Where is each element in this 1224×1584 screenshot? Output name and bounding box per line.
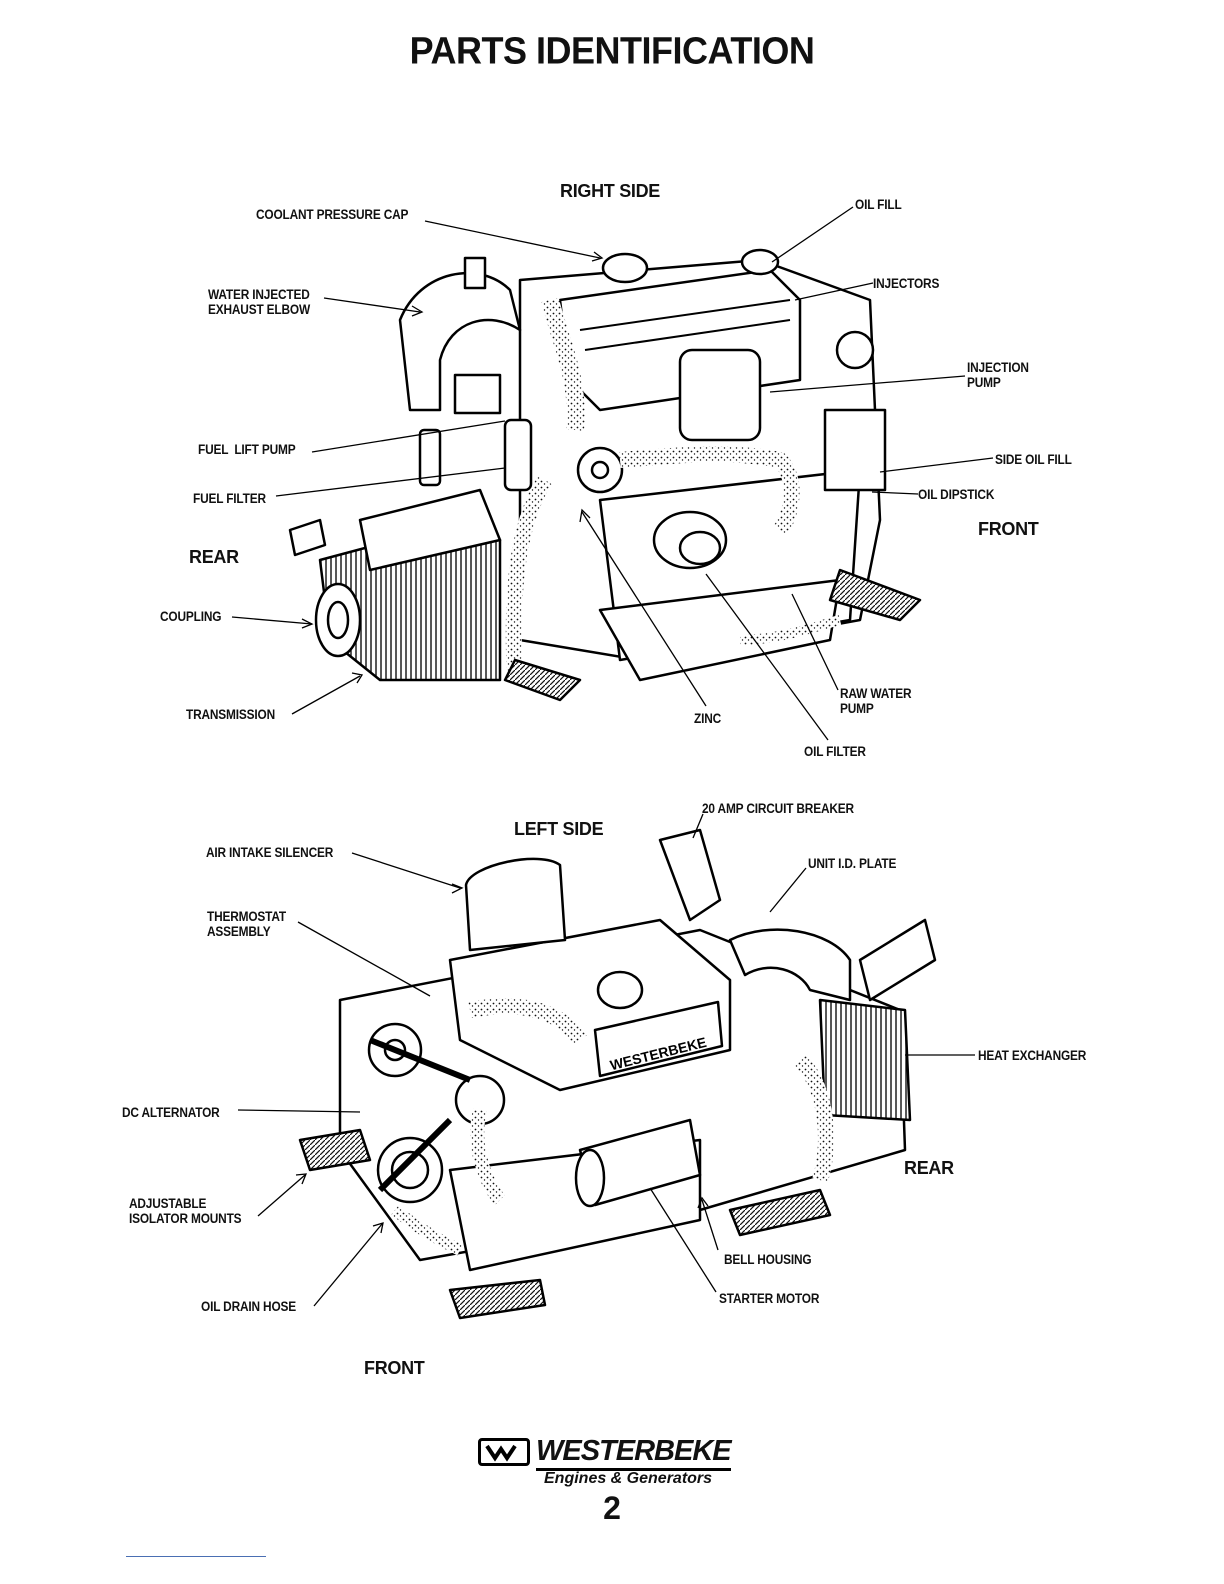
- right-side-engine-drawing: [288, 248, 922, 702]
- label-zinc: ZINC: [694, 711, 722, 726]
- left-side-engine-drawing: WESTERBEKE: [298, 828, 937, 1320]
- label-front-left-side: FRONT: [364, 1358, 425, 1378]
- label-injectors: INJECTORS: [873, 276, 940, 291]
- logo-tagline: Engines & Generators: [544, 1470, 713, 1487]
- label-coupling: COUPLING: [160, 609, 222, 624]
- label-rear-left-side: REAR: [904, 1158, 954, 1178]
- label-front-right-side: FRONT: [978, 519, 1039, 539]
- label-rear-right-side: REAR: [189, 547, 239, 567]
- page-number: 2: [603, 1490, 621, 1526]
- label-air-intake-silencer: AIR INTAKE SILENCER: [206, 845, 334, 860]
- label-coolant-pressure-cap: COOLANT PRESSURE CAP: [256, 207, 409, 222]
- label-side-oil-fill: SIDE OIL FILL: [995, 452, 1072, 467]
- label-transmission: TRANSMISSION: [186, 707, 275, 722]
- label-dc-alternator: DC ALTERNATOR: [122, 1105, 220, 1120]
- label-water-injected-exhaust-elbow: WATER INJECTED EXHAUST ELBOW: [208, 287, 310, 317]
- page-title: PARTS IDENTIFICATION: [409, 28, 815, 72]
- label-oil-filter: OIL FILTER: [804, 744, 866, 759]
- label-fuel-lift-pump: FUEL LIFT PUMP: [198, 442, 296, 457]
- right-side-heading: RIGHT SIDE: [560, 181, 661, 201]
- label-bell-housing: BELL HOUSING: [724, 1252, 812, 1267]
- label-raw-water-pump: RAW WATER PUMP: [840, 686, 912, 716]
- westerbeke-w-mark-icon: [478, 1438, 530, 1466]
- label-injection-pump: INJECTION PUMP: [967, 360, 1029, 390]
- label-fuel-filter: FUEL FILTER: [193, 491, 266, 506]
- label-thermostat-assembly: THERMOSTAT ASSEMBLY: [207, 909, 286, 939]
- logo-brand-name: WESTERBEKE: [536, 1434, 732, 1471]
- right-side-leader-lines: [231, 206, 994, 741]
- label-adjustable-isolator-mounts: ADJUSTABLE ISOLATOR MOUNTS: [129, 1196, 242, 1226]
- label-unit-id-plate: UNIT I.D. PLATE: [808, 856, 897, 871]
- label-oil-fill: OIL FILL: [855, 197, 902, 212]
- label-oil-dipstick: OIL DIPSTICK: [918, 487, 995, 502]
- left-side-leader-lines: [237, 813, 975, 1307]
- westerbeke-logo: WESTERBEKE Engines & Generators: [478, 1432, 758, 1494]
- label-heat-exchanger: HEAT EXCHANGER: [978, 1048, 1087, 1063]
- label-20-amp-circuit-breaker: 20 AMP CIRCUIT BREAKER: [702, 801, 854, 816]
- label-starter-motor: STARTER MOTOR: [719, 1291, 820, 1306]
- label-oil-drain-hose: OIL DRAIN HOSE: [201, 1299, 297, 1314]
- left-side-heading: LEFT SIDE: [514, 819, 604, 839]
- scan-edge-line: [126, 1556, 266, 1557]
